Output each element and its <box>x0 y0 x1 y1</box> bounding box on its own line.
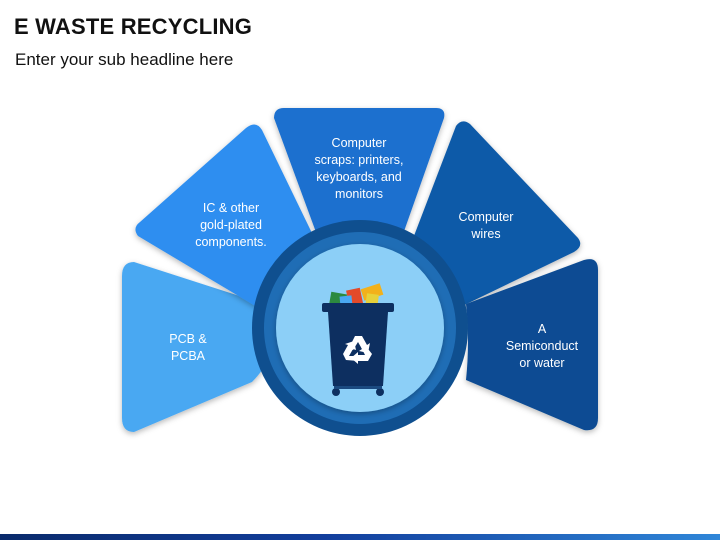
segment-semiconductor-water <box>466 259 598 431</box>
segment-label-line: scraps: printers, <box>315 153 404 167</box>
segment-computer-wires <box>404 121 581 310</box>
recycle-symbol-icon <box>343 336 372 364</box>
segment-label-line: keyboards, and <box>316 170 402 184</box>
recycle-bin-icon <box>322 283 394 396</box>
segment-pcb <box>122 262 268 432</box>
segment-label-semiconductor-water: A Semiconduct or water <box>506 322 579 370</box>
segment-label-line: Semiconduct <box>506 339 579 353</box>
segment-label-line: wires <box>470 227 500 241</box>
segment-label-line: Computer <box>459 210 514 224</box>
segment-label-line: components. <box>195 235 267 249</box>
page-subtitle: Enter your sub headline here <box>15 50 234 69</box>
segment-label-line: or water <box>519 356 564 370</box>
page-title: E WASTE RECYCLING <box>14 14 253 39</box>
segment-label-line: gold-plated <box>200 218 262 232</box>
segment-label-line: A <box>538 322 547 336</box>
segment-label-line: IC & other <box>203 201 259 215</box>
segment-label-line: PCB & <box>169 332 207 346</box>
segment-label-computer-scraps: Computer scraps: printers, keyboards, and m… <box>315 136 404 201</box>
segment-label-computer-wires: Computer wires <box>459 210 514 241</box>
segment-label-line: monitors <box>335 187 383 201</box>
segment-label-ic: IC & other gold-plated components. <box>195 201 267 249</box>
segment-label-pcb: PCB & PCBA <box>169 332 207 363</box>
segment-label-line: Computer <box>332 136 387 150</box>
segment-computer-scraps <box>274 108 445 254</box>
bottom-accent-bar <box>0 534 720 540</box>
segment-label-line: PCBA <box>171 349 206 363</box>
